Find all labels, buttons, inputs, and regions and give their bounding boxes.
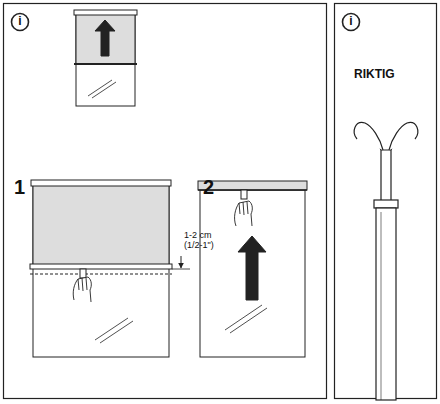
info-symbol: i xyxy=(18,15,21,28)
pull-rod xyxy=(354,123,418,400)
blind-step-2 xyxy=(198,181,307,357)
info-icon xyxy=(343,14,360,31)
info-symbol: i xyxy=(349,15,352,28)
step-number: 1 xyxy=(14,176,25,198)
dimension-label: 1-2 cm (1/2-1") xyxy=(184,231,228,251)
info-icon xyxy=(12,14,29,31)
blind-step-1 xyxy=(30,180,190,357)
correct-label: RIKTIG xyxy=(354,68,395,81)
left-panel xyxy=(4,4,327,399)
small-blind xyxy=(74,10,137,106)
step-number: 2 xyxy=(203,176,214,198)
